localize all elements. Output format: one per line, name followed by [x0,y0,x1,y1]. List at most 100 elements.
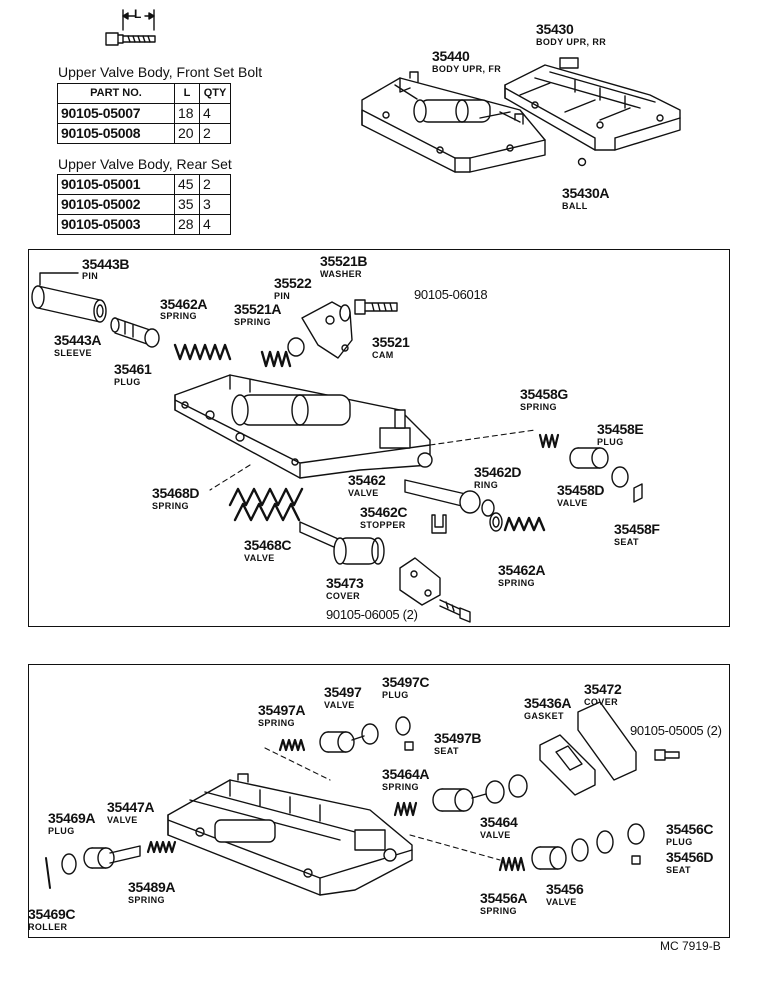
pin-35522-drawing [287,337,305,357]
valve-35497-drawing [319,723,379,753]
rear-bolt-title: Upper Valve Body, Rear Set [58,156,232,172]
valve-35464-drawing [432,774,528,812]
length: 35 [174,194,200,215]
callout-number: 35469A [48,810,96,826]
callout-name: SPRING [160,311,197,321]
front-bolt-table: PART NO. L QTY 90105-05007 18 4 90105-05… [57,83,231,144]
bolt-sketch [105,9,156,46]
seat-35497B-drawing [404,741,414,751]
callout-number: 35497C [382,674,430,690]
spring-35489A-drawing [146,840,177,854]
ball-drawing [577,157,587,167]
spring-35468D-drawing [228,487,304,522]
callout-number: 35430A [562,185,610,201]
plug-35456C-drawing [627,823,645,845]
rear-bolt-table: 90105-05001 45 2 90105-05002 35 3 90105-… [57,174,231,235]
spring-35464A-drawing [393,801,418,817]
callout-name: COVER [326,591,361,601]
callout-name: PLUG [48,826,75,836]
callout-number: 35521B [320,253,368,269]
callout-number: 35436A [524,695,572,711]
part-number: 90105-05008 [57,123,175,144]
body-upper-rear-drawing [504,57,681,151]
bolt-90105-05005-drawing [654,749,680,761]
callout-number: 35458G [520,386,569,402]
bolt-90105-06018-drawing [354,299,398,315]
callout-number: 35462A [498,562,546,578]
col-qty: QTY [199,83,231,104]
cam-drawing [301,301,353,359]
callout-number: 35458D [557,482,605,498]
roller-drawing [45,857,51,889]
cover-35473-drawing [399,557,441,606]
callout-name: VALVE [480,830,511,840]
bottom-panel [28,664,730,938]
seat-35456D-drawing [631,855,641,865]
callout-number: 35489A [128,879,176,895]
valve-35456-drawing [531,830,614,870]
dashed-guides-bottom [264,747,501,861]
callout-name: SPRING [152,501,189,511]
callout-number: 35468D [152,485,200,501]
gasket-drawing [539,734,596,796]
callout-number: 35497B [434,730,482,746]
callout-number: 35440 [432,48,470,64]
callout-name: PLUG [382,690,409,700]
dashed-guides-mid [209,429,536,491]
callout-number: 35430 [536,21,574,37]
cover-35472-drawing [577,701,637,781]
valve-35458D-drawing [569,447,609,469]
length: 28 [174,214,200,235]
quantity: 4 [199,214,231,235]
bolt-90105-06005-drawing [439,599,471,623]
pin-35443B-drawing [39,272,79,286]
callout-name: GASKET [524,711,564,721]
callout-name: VALVE [244,553,275,563]
col-part-no: PART NO. [57,83,175,104]
front-bolt-title: Upper Valve Body, Front Set Bolt [58,64,263,80]
callout-name: SEAT [434,746,459,756]
callout-name: PLUG [597,437,624,447]
callout-number: 35456D [666,849,714,865]
callout-name: WASHER [320,269,362,279]
middle-panel [28,249,730,627]
callout-number: 35521 [372,334,410,350]
callout-number: 35456A [480,890,528,906]
callout-name: BODY UPR, FR [432,64,502,74]
bolt-length-label: L [134,7,142,21]
callout-number: 35456 [546,881,584,897]
quantity: 4 [199,103,231,124]
callout-number: 90105-06018 [414,287,488,302]
quantity: 3 [199,194,231,215]
callout-number: 35469C [28,906,76,922]
callout-number: 35462 [348,472,386,488]
callout-number: 35461 [114,361,152,377]
callout-number: 35456C [666,821,714,837]
valve-35447A-drawing [83,845,141,869]
spring-35462A-lower-drawing [503,516,546,532]
callout-name: SPRING [520,402,557,412]
table-row: 90105-05008 20 2 [57,123,231,144]
spring-35521A-drawing [260,350,292,368]
part-number: 90105-05007 [57,103,175,124]
table-row: 90105-05007 18 4 [57,103,231,124]
callout-number: 35472 [584,681,622,697]
callout-name: VALVE [324,700,355,710]
callout-number: 35462C [360,504,408,520]
callout-number: 35468C [244,537,292,553]
callout-number: 35458F [614,521,660,537]
callout-name: BALL [562,201,588,211]
callout-name: BODY UPR, RR [536,37,607,47]
part-number: 90105-05001 [57,174,175,195]
seat-35458F-drawing [633,483,643,503]
callout-name: SPRING [498,578,535,588]
callout-name: SPRING [480,906,517,916]
callout-name: COVER [584,697,619,707]
plug-35497C-drawing [395,716,411,736]
callout-name: SLEEVE [54,348,92,358]
callout-name: PLUG [666,837,693,847]
valve-body-mid-drawing [174,374,433,479]
callout-name: STOPPER [360,520,406,530]
part-number: 90105-05002 [57,194,175,215]
plug-35469A-drawing [61,853,77,875]
